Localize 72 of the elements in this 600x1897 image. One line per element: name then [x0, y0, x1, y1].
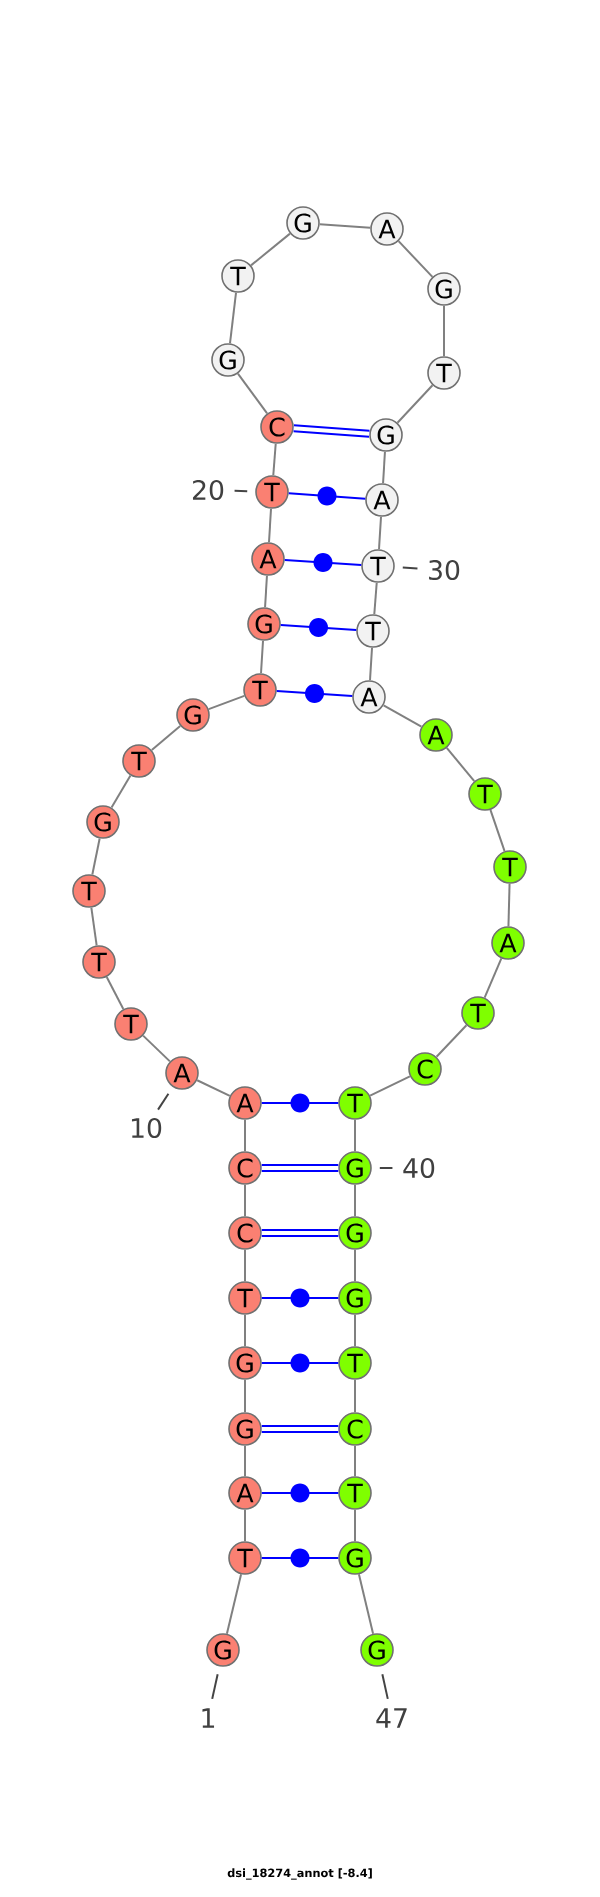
backbone-line — [264, 574, 268, 609]
backbone-line — [225, 1573, 243, 1635]
backbone-line — [435, 1024, 468, 1058]
backbone-line — [110, 774, 132, 809]
backbone-line — [244, 1444, 246, 1478]
backbone-line — [244, 1118, 246, 1153]
backbone-line — [229, 291, 237, 345]
backbone-line — [489, 808, 506, 853]
base-pair-line — [260, 1288, 340, 1308]
backbone-line — [369, 1075, 411, 1097]
backbone-line — [354, 1248, 356, 1283]
backbone-line — [397, 240, 434, 278]
backbone-line — [354, 1508, 356, 1543]
backbone-line — [150, 724, 182, 752]
backbone-line — [354, 1118, 356, 1153]
backbone-line — [357, 1573, 375, 1635]
backbone-line — [260, 639, 264, 675]
leader-line — [401, 566, 419, 570]
position-number: 10 — [131, 1117, 162, 1139]
backbone-line — [318, 223, 372, 229]
base-pair-line — [279, 618, 358, 637]
backbone-line — [382, 450, 386, 485]
backbone-line — [378, 515, 382, 551]
position-number: 1 — [202, 1708, 215, 1728]
backbone-line — [105, 975, 125, 1011]
backbone-line — [250, 232, 291, 267]
base-pair-line — [275, 684, 354, 703]
leader-line — [381, 1673, 389, 1700]
position-number: 30 — [429, 559, 460, 581]
backbone-line — [483, 957, 503, 999]
base-pair-line — [260, 1548, 340, 1568]
base-pair-line — [261, 1164, 339, 1172]
base-pair-line — [283, 553, 363, 572]
backbone-line — [244, 1248, 246, 1283]
backbone-line — [244, 1313, 246, 1348]
leader-line — [233, 489, 249, 493]
backbone-line — [373, 581, 378, 616]
backbone-line — [268, 507, 272, 544]
leader-line — [211, 1673, 219, 1700]
leader-line — [378, 1167, 394, 1169]
backbone-line — [244, 1508, 246, 1543]
backbone-line — [244, 1378, 246, 1414]
backbone-line — [396, 384, 434, 424]
backbone-line — [142, 1034, 171, 1063]
base-pair-line — [260, 1093, 340, 1113]
base-pair-line — [287, 486, 367, 506]
backbone-line — [90, 906, 98, 947]
backbone-line — [272, 442, 277, 477]
base-pair-line — [293, 424, 370, 438]
backbone-line — [354, 1313, 356, 1348]
position-number: 47 — [376, 1708, 407, 1728]
position-number: 20 — [193, 479, 224, 501]
backbone-line — [236, 372, 269, 415]
backbone-line — [507, 882, 511, 928]
backbone-line — [244, 1183, 246, 1218]
backbone-line — [207, 694, 246, 711]
backbone-line — [91, 837, 101, 876]
base-pair-line — [261, 1229, 339, 1237]
base-pair-line — [260, 1483, 340, 1503]
caption: dsi_18274_annot [-8.4] — [227, 1868, 372, 1880]
leader-line — [157, 1092, 170, 1111]
base-pair-line — [260, 1353, 340, 1373]
backbone-line — [196, 1079, 231, 1097]
backbone-line — [354, 1444, 356, 1478]
backbone-line — [445, 746, 476, 783]
backbone-line — [354, 1378, 356, 1414]
base-pair-line — [261, 1425, 339, 1433]
backbone-line — [382, 704, 423, 728]
backbone-line — [369, 646, 373, 682]
position-number: 40 — [403, 1157, 435, 1179]
backbone-line — [443, 304, 445, 358]
backbone-line — [354, 1183, 356, 1218]
